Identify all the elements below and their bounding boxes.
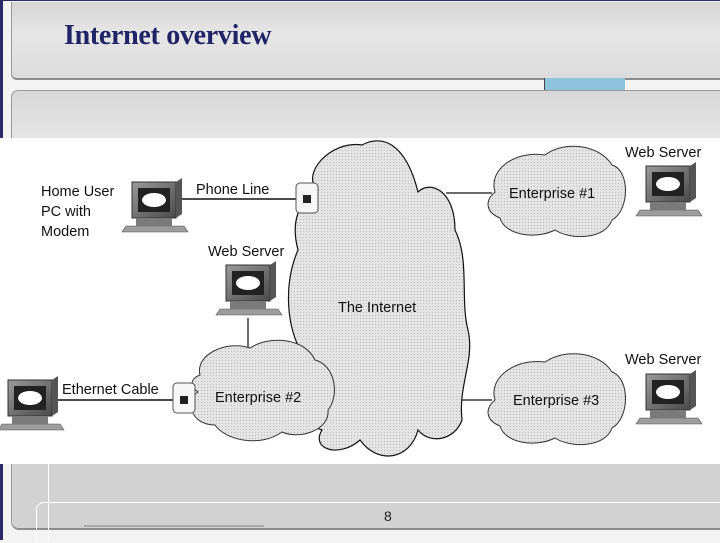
footer-curve [36, 502, 51, 543]
enterprise-1-label: Enterprise #1 [509, 186, 596, 202]
enterprise-3-label: Enterprise #3 [513, 393, 600, 409]
phone-line-label: Phone Line [196, 182, 270, 198]
enterprise-2-label: Enterprise #2 [215, 390, 302, 406]
internet-cloud-label: The Internet [338, 300, 417, 316]
accent-bar [544, 78, 625, 90]
web-server-e1-label: Web Server [625, 145, 702, 161]
page-number: 8 [384, 508, 392, 524]
footer-panel [11, 464, 720, 530]
web-server-e3-label: Web Server [625, 352, 702, 368]
internet-diagram [0, 138, 720, 464]
slide-title: Internet overview [64, 20, 272, 51]
home-pc-icon [121, 177, 189, 233]
footer-divider [40, 502, 720, 503]
title-panel [11, 2, 720, 80]
home-user-label: Home User PC with Modem [41, 184, 115, 240]
top-frame-border [0, 0, 720, 1]
footer-shadow [84, 525, 264, 527]
ethernet-cable-label: Ethernet Cable [62, 382, 159, 398]
web-server-center-label: Web Server [208, 244, 285, 260]
